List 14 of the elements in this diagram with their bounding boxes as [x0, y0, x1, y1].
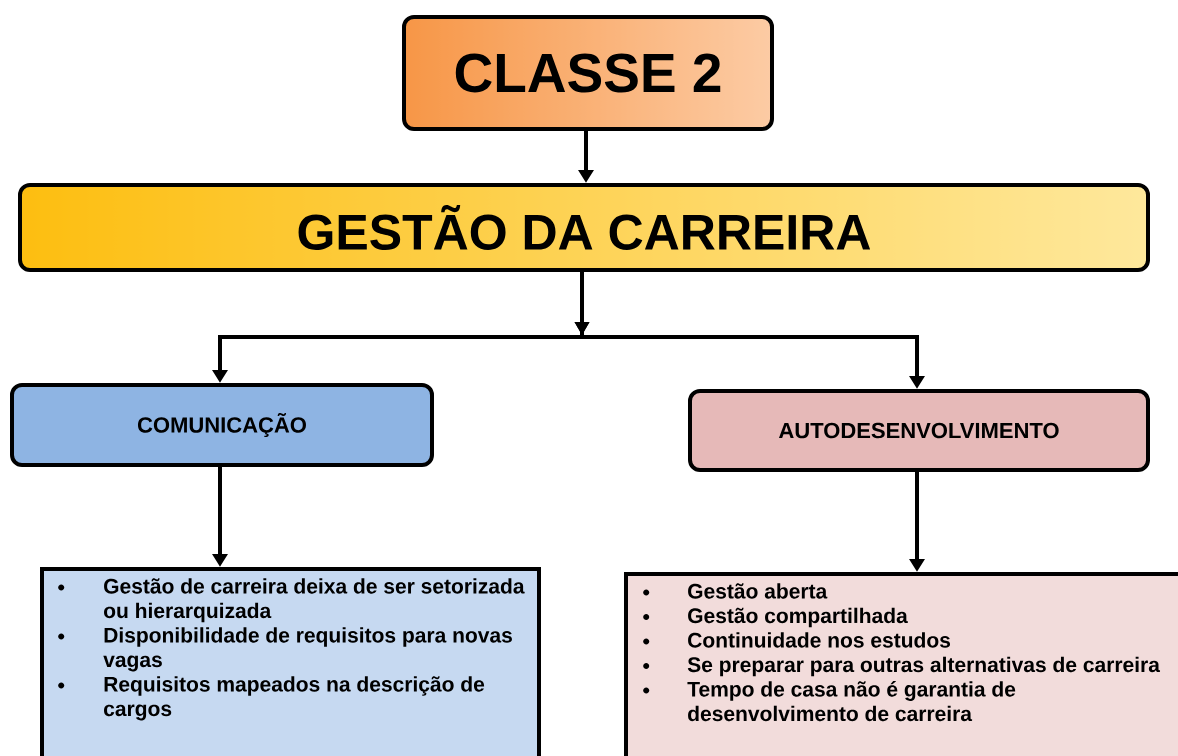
bullet-item: Tempo de casa não é garantia de desenvolvimento de carreira [643, 681, 1016, 722]
category-box: AUTODESENVOLVIMENTO [688, 389, 1150, 472]
bullet-item: Disponibilidade de requisitos para novas vagas [58, 627, 512, 672]
category-box: COMUNICAÇÃO [10, 383, 434, 467]
bullet-item: Gestão aberta [643, 583, 828, 599]
title-box: CLASSE 2 [402, 15, 774, 131]
bullet-item: Gestão de carreira deixa de ser setorizada ou hierarquizada [58, 578, 525, 623]
bullet-item: Gestão compartilhada [643, 607, 908, 628]
bullet-item: Continuidade nos estudos [643, 632, 951, 648]
list-box [624, 572, 1178, 756]
bullet-item: Se preparar para outras alternativas de carreira [643, 656, 1161, 677]
bullet-item: Requisitos mapeados na descrição de cargos [58, 676, 485, 721]
banner-box: GESTÃO DA CARREIRA [18, 183, 1150, 272]
list-box [40, 567, 541, 756]
